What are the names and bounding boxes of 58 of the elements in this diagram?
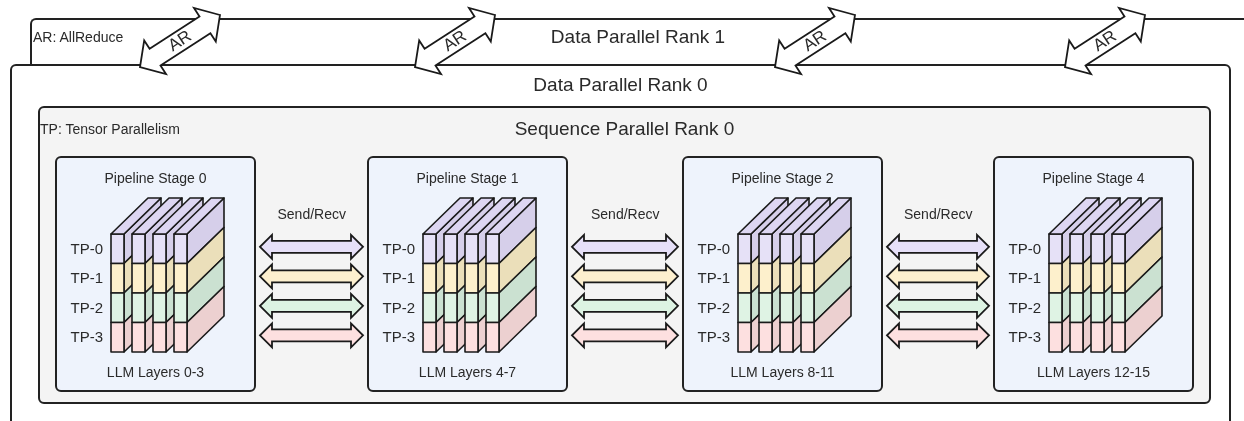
row-label: TP-1 [382, 269, 415, 287]
note-text: TP: Tensor Parallelism [40, 121, 180, 137]
stage-box [682, 156, 883, 392]
double-arrow [570, 232, 680, 261]
row-label: TP-3 [1008, 328, 1041, 346]
edge-label: AR [164, 26, 196, 56]
row-label: TP-2 [697, 298, 730, 316]
stage-box [55, 156, 256, 392]
note-text: AR: AllReduce [33, 29, 124, 45]
double-arrow [885, 321, 991, 350]
double-arrow [258, 262, 365, 291]
group-box [38, 106, 1211, 404]
row-label: TP-2 [70, 298, 103, 316]
stage-caption: LLM Layers 12-15 [1037, 364, 1150, 380]
double-arrow [885, 262, 991, 291]
row-label: TP-3 [70, 328, 103, 346]
stage-title: Pipeline Stage 0 [104, 170, 207, 186]
row-label: TP-2 [382, 298, 415, 316]
row-label: TP-1 [1008, 269, 1041, 287]
double-arrow [139, 6, 221, 76]
row-label: TP-0 [70, 239, 103, 257]
edge-label: AR [1089, 26, 1121, 56]
double-arrow [570, 321, 680, 350]
group-title: Data Parallel Rank 1 [550, 26, 726, 47]
group-title: Sequence Parallel Rank 0 [514, 118, 735, 139]
group-box [10, 64, 1231, 421]
stage-title: Pipeline Stage 2 [731, 170, 834, 186]
row-label: TP-0 [697, 239, 730, 257]
edge-label: Send/Recv [904, 205, 973, 222]
double-arrow [885, 232, 991, 261]
double-arrow [258, 232, 365, 261]
stage-caption: LLM Layers 0-3 [106, 364, 205, 380]
stage-box [993, 156, 1194, 392]
row-label: TP-3 [697, 328, 730, 346]
double-arrow [570, 262, 680, 291]
edge-label: Send/Recv [277, 205, 346, 222]
stage-title: Pipeline Stage 4 [1042, 170, 1145, 186]
double-arrow [258, 321, 365, 350]
double-arrow [570, 291, 680, 320]
row-label: TP-1 [70, 269, 103, 287]
double-arrow [885, 291, 991, 320]
group-title: Data Parallel Rank 0 [533, 74, 708, 95]
row-label: TP-1 [697, 269, 730, 287]
double-arrow [414, 6, 496, 76]
stage-box [367, 156, 568, 392]
row-label: TP-0 [382, 239, 415, 257]
edge-label: AR [799, 26, 831, 56]
edge-label: AR [439, 26, 471, 56]
row-label: TP-0 [1008, 239, 1041, 257]
stage-caption: LLM Layers 8-11 [730, 364, 835, 380]
row-label: TP-3 [382, 328, 415, 346]
double-arrow [774, 6, 856, 76]
stage-caption: LLM Layers 4-7 [418, 364, 517, 380]
stage-title: Pipeline Stage 1 [416, 170, 519, 186]
row-label: TP-2 [1008, 298, 1041, 316]
double-arrow [1064, 6, 1146, 76]
edge-label: Send/Recv [591, 205, 660, 222]
double-arrow [258, 291, 365, 320]
